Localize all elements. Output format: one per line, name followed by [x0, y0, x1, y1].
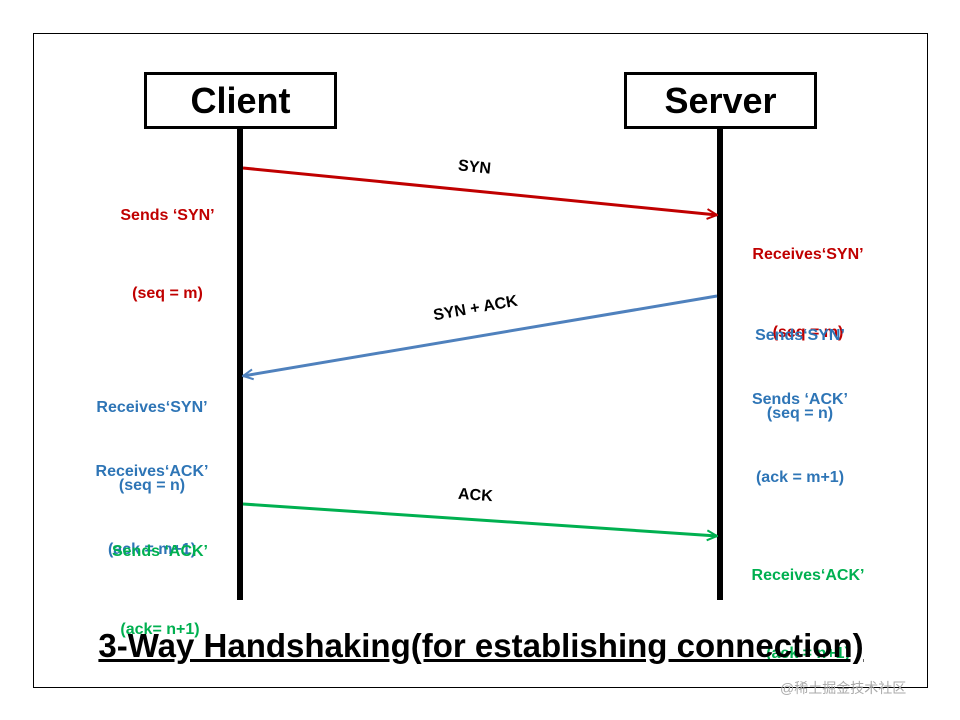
ack-arrow [242, 502, 717, 536]
client-receives-ack-note: Receives‘ACK’ (ack = m+1) [82, 407, 222, 589]
ack-message-label: ACK [457, 485, 494, 506]
note-line: Sends ‘SYN’ [120, 207, 215, 224]
client-lifeline [237, 129, 243, 600]
note-line: (ack= n+1) [120, 621, 200, 638]
client-label: Client [190, 79, 291, 121]
client-sends-ack-note: Sends ‘ACK’ (ack= n+1) [90, 487, 230, 669]
note-line: Receives‘ACK’ [751, 567, 865, 584]
note-line: (ack = n+1) [766, 645, 850, 662]
server-box: Server [624, 72, 817, 129]
server-sends-syn-note: Sends‘SYN’ (seq = n) [730, 271, 870, 453]
server-receives-syn-note: Receives‘SYN’ (seq = m) [738, 190, 878, 372]
syn-arrow [242, 166, 717, 215]
syn-message-label: SYN [457, 157, 492, 178]
note-line: (seq = n) [118, 477, 186, 494]
note-line: (seq = m) [772, 324, 844, 341]
note-line: Receives‘SYN’ [752, 246, 864, 263]
diagram-title: 3-Way Handshaking(for establishing conne… [98, 627, 864, 664]
note-line: Receives‘ACK’ [95, 463, 209, 480]
watermark: @稀土掘金技术社区 [780, 680, 907, 696]
client-sends-syn-note: Sends ‘SYN’ (seq = m) [100, 151, 235, 333]
note-line: Sends‘SYN’ [755, 327, 845, 344]
note-line: Sends ‘ACK’ [111, 543, 208, 560]
server-label: Server [664, 79, 777, 121]
note-line: (seq = m) [132, 285, 203, 302]
note-line: (seq = n) [766, 405, 834, 422]
note-line: Sends ‘ACK’ [751, 391, 848, 408]
client-box: Client [144, 72, 337, 129]
note-line: Receives‘SYN’ [96, 399, 208, 416]
syn-ack-arrow [243, 294, 718, 376]
server-lifeline [717, 129, 723, 600]
diagram-frame [33, 33, 928, 688]
server-receives-ack-note: Receives‘ACK’ (ack = n+1) [738, 511, 878, 693]
server-sends-ack-note: Sends ‘ACK’ (ack = m+1) [730, 335, 870, 517]
client-receives-syn-note: Receives‘SYN’ (seq = n) [82, 343, 222, 525]
note-line: (ack = m+1) [755, 469, 845, 486]
note-line: (ack = m+1) [107, 541, 197, 558]
